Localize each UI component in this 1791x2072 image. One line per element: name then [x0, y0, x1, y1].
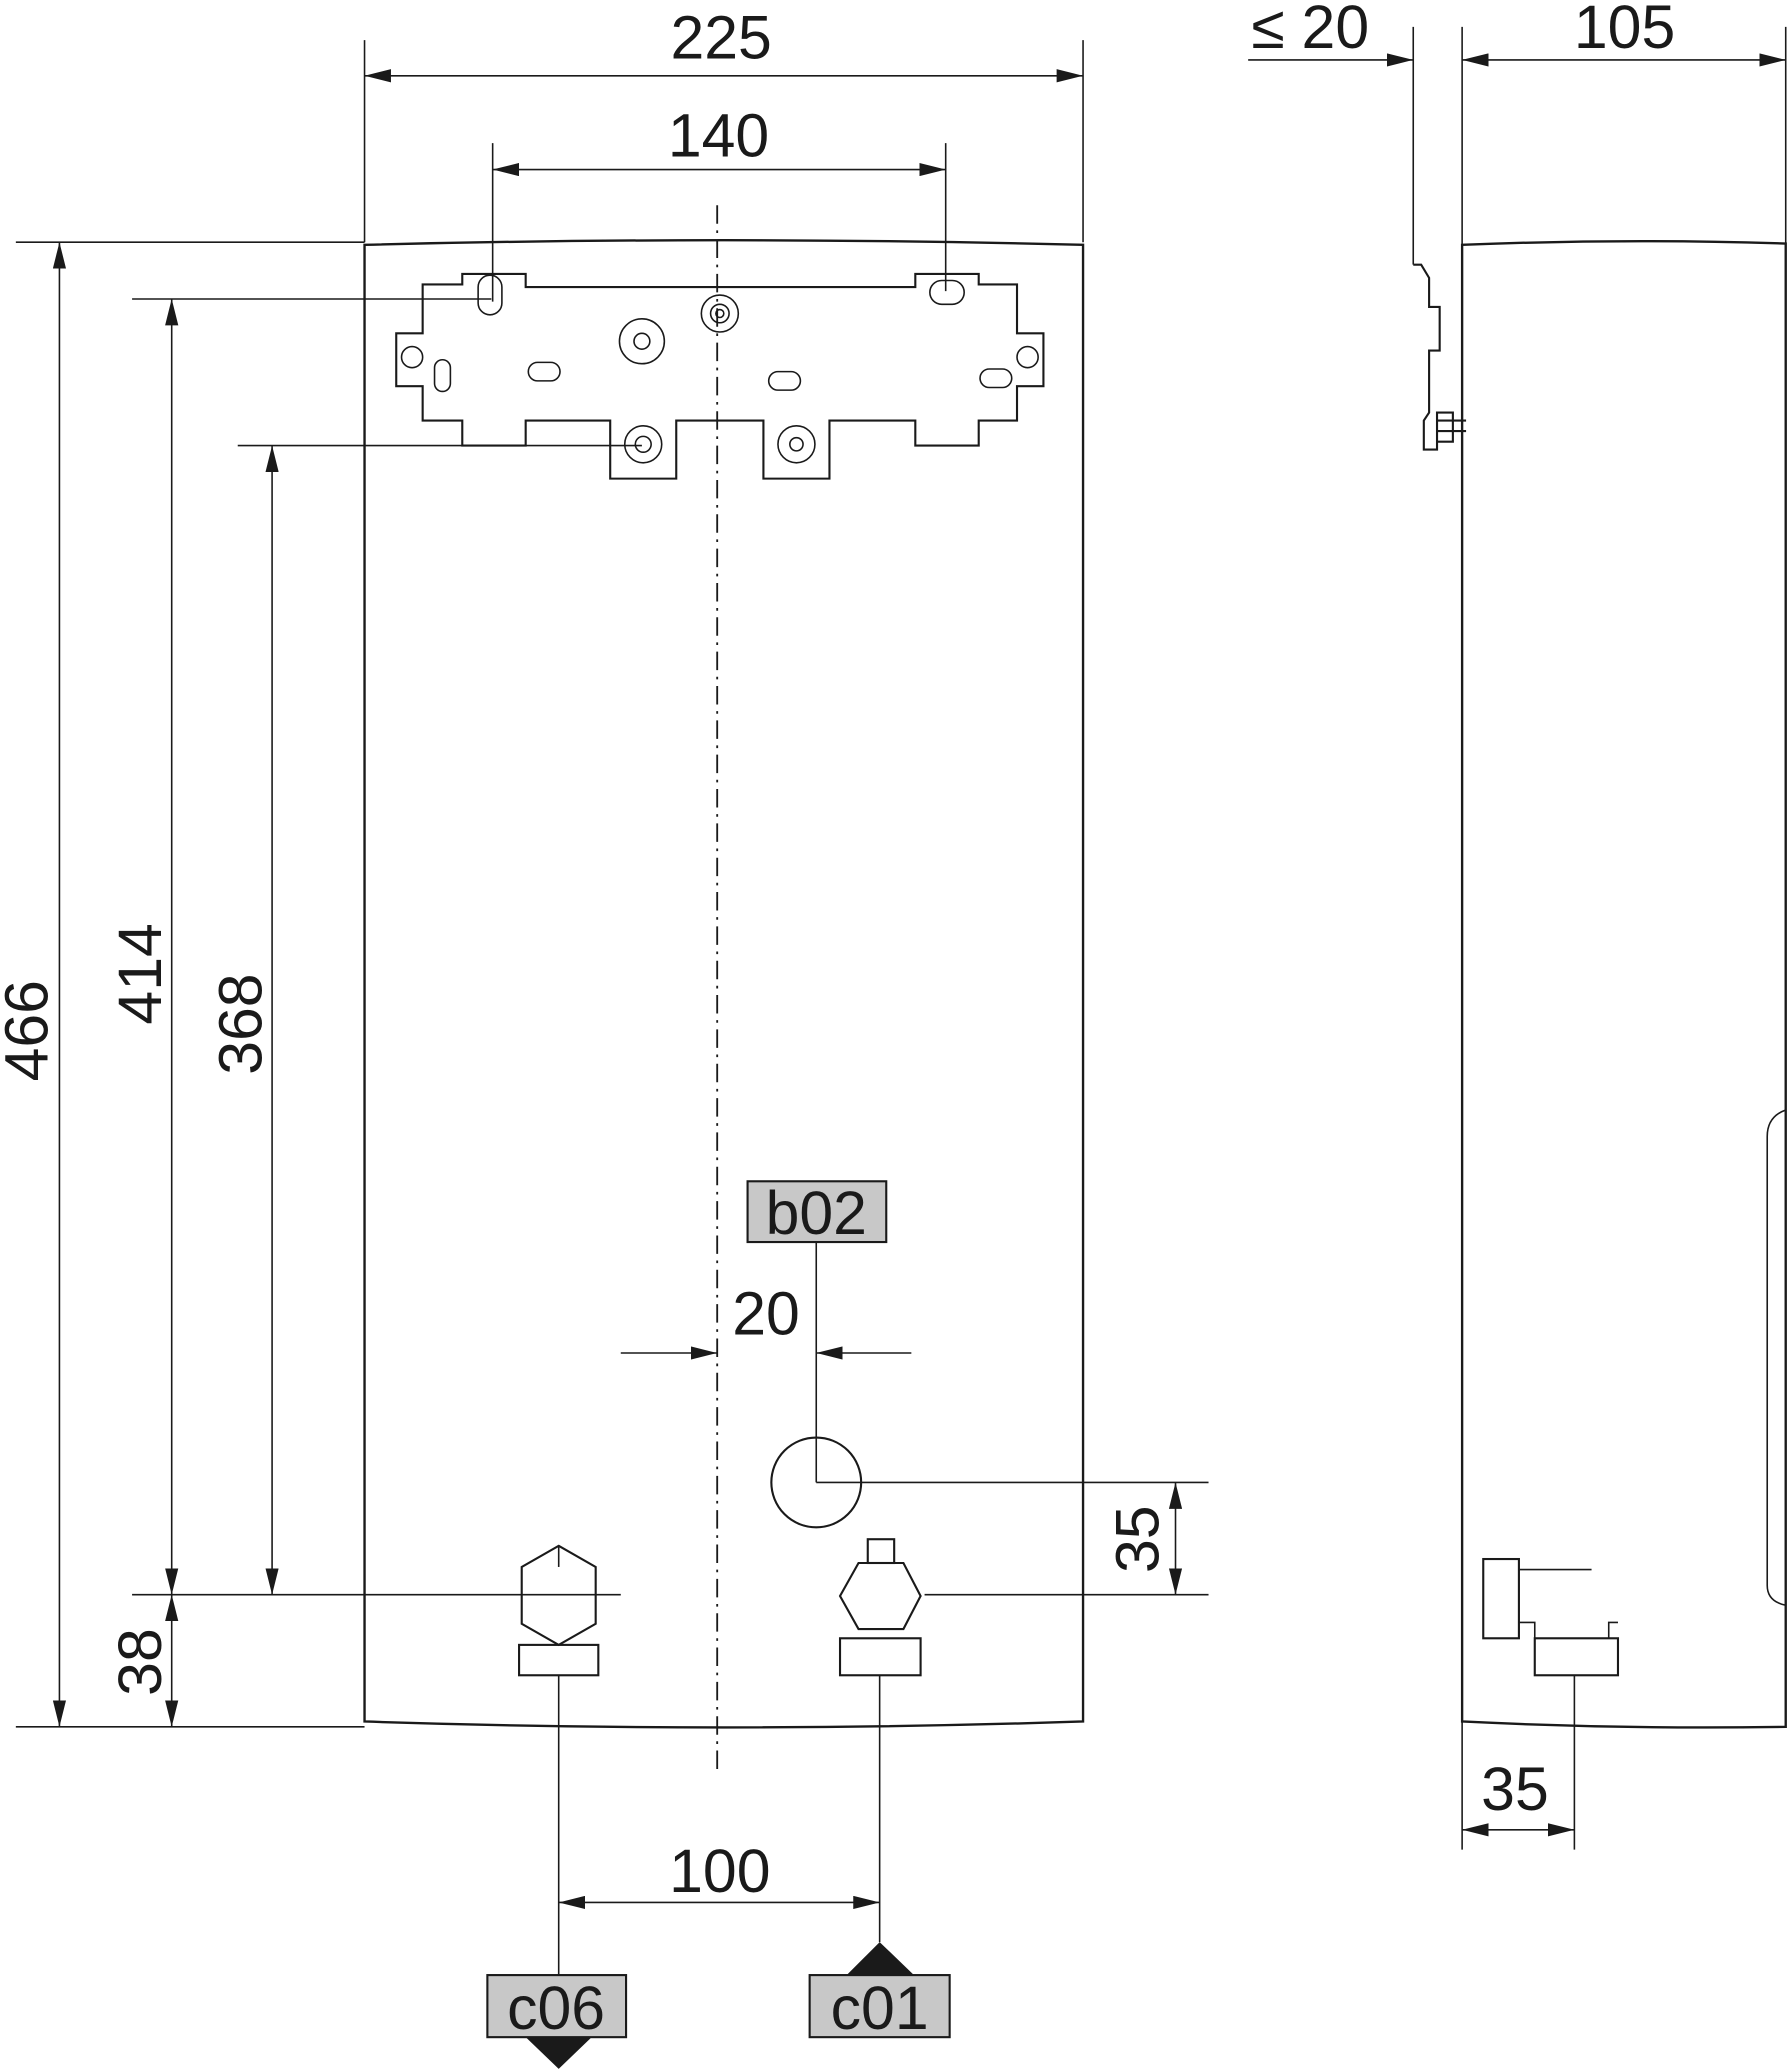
dimension-label: ≤ 20	[1251, 0, 1369, 61]
upper-slot-right	[929, 279, 965, 306]
mounting-bracket	[395, 272, 1045, 480]
inlet-arrow-icon	[846, 1942, 914, 1976]
dimension-depth-105: 105	[1462, 0, 1786, 67]
dimension-label: 35	[1103, 1505, 1171, 1573]
tag-b02	[746, 1180, 888, 1244]
upper-slot-left	[477, 274, 503, 316]
dimension-hole-spacing-140: 140	[491, 101, 947, 302]
side-fittings	[1482, 1557, 1620, 1850]
tag-label: c01	[831, 1974, 929, 2042]
cold-water-inlet: c01	[808, 1942, 951, 2042]
dimension-label: 38	[106, 1628, 174, 1696]
side-view: ≤ 20 105 35	[1248, 0, 1787, 1850]
dimension-height-35: 35	[816, 1481, 1209, 1596]
dimension-label: 414	[106, 923, 174, 1024]
tag-label: c06	[507, 1974, 605, 2042]
front-view: 225 140 466 414 368 38	[0, 4, 1209, 2069]
dimension-connection-depth-35: 35	[1462, 1755, 1575, 1837]
hot-water-outlet: c06	[486, 1974, 628, 2069]
dimension-height-466: 466	[0, 241, 365, 1728]
cold-water-fitting	[838, 1538, 922, 1943]
dimension-label: 225	[670, 4, 771, 72]
dimension-wall-gap: ≤ 20	[1248, 0, 1414, 67]
lower-hole-right	[777, 424, 816, 464]
tag-label: b02	[766, 1179, 867, 1247]
dimension-offset-20: 20	[620, 1280, 912, 1360]
tag-c01	[808, 1974, 951, 2039]
side-bracket	[1413, 263, 1467, 451]
dimension-height-414: 414	[106, 298, 492, 1595]
dimension-label: 105	[1574, 0, 1675, 61]
lower-hole-left	[623, 424, 663, 464]
dimension-spacing-100: 100	[558, 1837, 880, 1910]
outlet-arrow-icon	[525, 2037, 592, 2069]
dimension-label: 35	[1481, 1755, 1549, 1823]
dimension-width-225: 225	[363, 4, 1084, 243]
appliance-front-body	[363, 239, 1085, 1729]
dimension-label: 368	[207, 973, 275, 1074]
dimension-label: 20	[732, 1280, 800, 1348]
appliance-side-body	[1460, 239, 1787, 1729]
cable-entry: b02	[746, 1179, 888, 1529]
dimension-label: 140	[668, 101, 769, 169]
dimension-height-38: 38	[106, 1593, 621, 1727]
tag-c06	[486, 1974, 628, 2039]
dimension-label: 466	[0, 980, 61, 1081]
dimension-label: 100	[669, 1837, 770, 1905]
hot-water-fitting	[518, 1544, 600, 1976]
dimension-height-368: 368	[207, 444, 642, 1595]
